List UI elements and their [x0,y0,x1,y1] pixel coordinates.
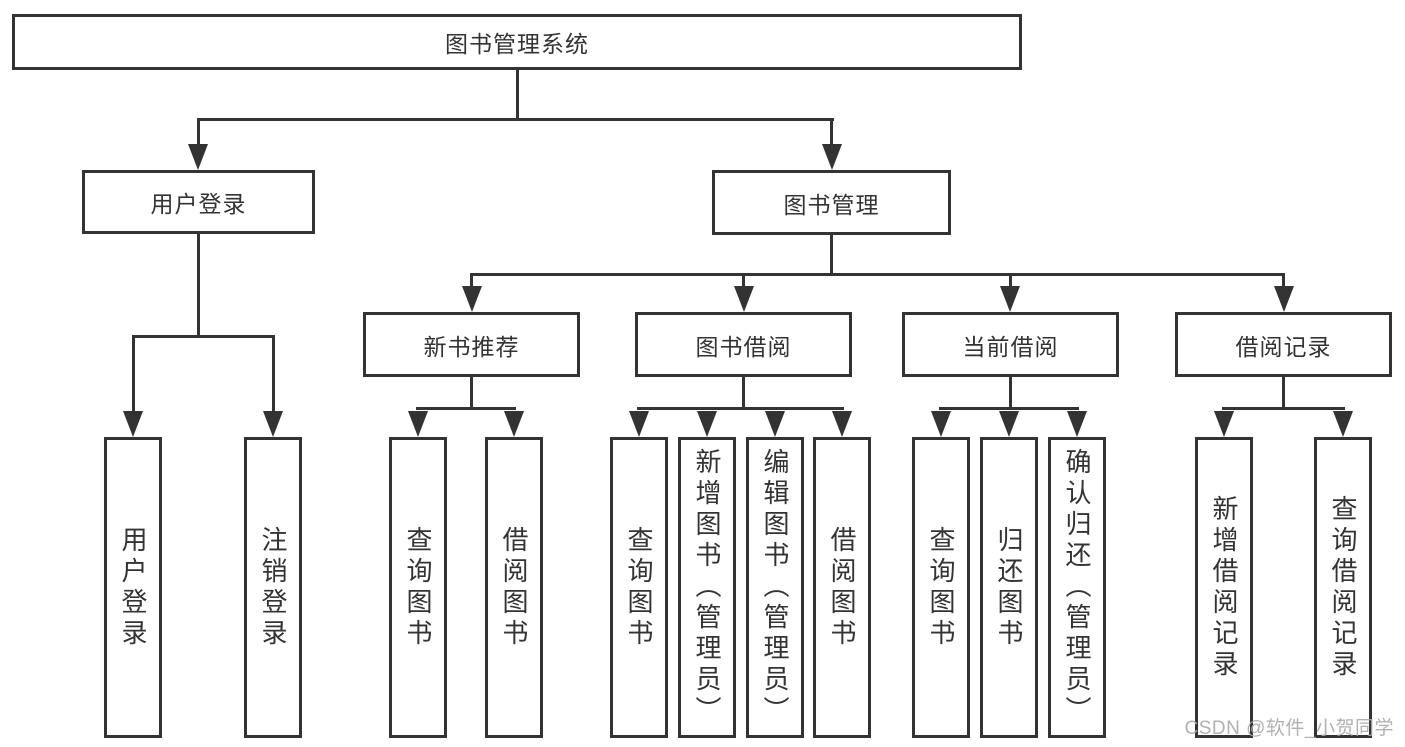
node-book-borrow: 图书借阅 [635,312,852,377]
arrow-down-icon [734,286,754,312]
leaf-logout: 注销登录 [244,437,302,738]
leaf-confirm-return-admin: 确认归还（管理员） [1048,437,1106,738]
connector-line [1282,377,1285,407]
connector-line [470,273,1285,276]
connector-line [516,70,519,118]
leaf-query-borrow-record-label: 查询借阅记录 [1328,494,1358,681]
node-new-book-recommend-label: 新书推荐 [423,333,520,360]
connector-line [197,118,834,121]
leaf-query-books-borrow: 查询图书 [610,437,668,738]
connector-line [470,273,473,288]
leaf-query-books-current-label: 查询图书 [926,525,956,650]
connector-line [830,235,833,273]
leaf-query-books-recommend-label: 查询图书 [403,525,433,650]
connector-line [132,335,274,338]
arrow-down-icon [765,411,785,437]
leaf-return-book-label: 归还图书 [994,525,1024,650]
leaf-query-books-current: 查询图书 [912,437,970,738]
connector-line [742,273,745,288]
arrow-down-icon [504,411,524,437]
connector-line [416,407,516,410]
node-borrow-records-label: 借阅记录 [1235,333,1332,360]
leaf-add-borrow-record: 新增借阅记录 [1195,437,1253,738]
leaf-borrow-books-recommend-label: 借阅图书 [499,525,529,650]
arrow-down-icon [999,411,1019,437]
node-book-borrow-label: 图书借阅 [695,333,792,360]
connector-line [197,118,200,148]
node-current-borrow: 当前借阅 [902,312,1119,377]
connector-line [939,407,1079,410]
arrow-down-icon [1333,411,1353,437]
leaf-logout-label: 注销登录 [258,525,288,650]
leaf-borrow-books: 借阅图书 [813,437,871,738]
node-root-label: 图书管理系统 [445,31,589,57]
leaf-return-book: 归还图书 [980,437,1038,738]
node-new-book-recommend: 新书推荐 [363,312,580,377]
leaf-add-borrow-record-label: 新增借阅记录 [1209,494,1239,681]
node-user-login: 用户登录 [82,170,315,234]
connector-line [272,335,275,413]
node-user-login-label: 用户登录 [150,191,247,217]
leaf-query-borrow-record: 查询借阅记录 [1314,437,1372,738]
node-book-management-label: 图书管理 [783,191,880,218]
leaf-query-books-recommend: 查询图书 [389,437,447,738]
arrow-down-icon [1274,286,1294,312]
leaf-user-login: 用户登录 [104,437,162,738]
arrow-down-icon [462,286,482,312]
connector-line [742,377,745,407]
connector-line [830,118,833,148]
leaf-borrow-books-recommend: 借阅图书 [485,437,543,738]
connector-line [197,234,200,335]
arrow-down-icon [697,411,717,437]
leaf-edit-book-admin: 编辑图书（管理员） [746,437,804,738]
arrow-down-icon [263,411,283,437]
leaf-borrow-books-label: 借阅图书 [827,525,857,650]
node-borrow-records: 借阅记录 [1175,312,1392,377]
leaf-add-book-admin: 新增图书（管理员） [678,437,736,738]
connector-line [470,377,473,407]
connector-line [1009,377,1012,407]
arrow-down-icon [1000,286,1020,312]
leaf-add-book-admin-label: 新增图书（管理员） [692,448,722,727]
leaf-edit-book-admin-label: 编辑图书（管理员） [760,448,790,727]
arrow-down-icon [188,144,208,170]
arrow-down-icon [1067,411,1087,437]
arrow-down-icon [822,144,842,170]
node-root: 图书管理系统 [12,14,1022,70]
watermark: CSDN @软件_小贺同学 [1184,718,1394,739]
leaf-user-login-label: 用户登录 [118,525,148,650]
leaf-query-books-borrow-label: 查询图书 [624,525,654,650]
connector-line [1009,273,1012,288]
arrow-down-icon [408,411,428,437]
arrow-down-icon [1214,411,1234,437]
arrow-down-icon [832,411,852,437]
arrow-down-icon [123,411,143,437]
connector-line [132,335,135,413]
connector-line [1282,273,1285,288]
connector-line [637,407,844,410]
arrow-down-icon [629,411,649,437]
node-current-borrow-label: 当前借阅 [962,333,1059,360]
node-book-management: 图书管理 [712,170,951,235]
arrow-down-icon [931,411,951,437]
leaf-confirm-return-admin-label: 确认归还（管理员） [1062,448,1092,727]
connector-line [1222,407,1345,410]
